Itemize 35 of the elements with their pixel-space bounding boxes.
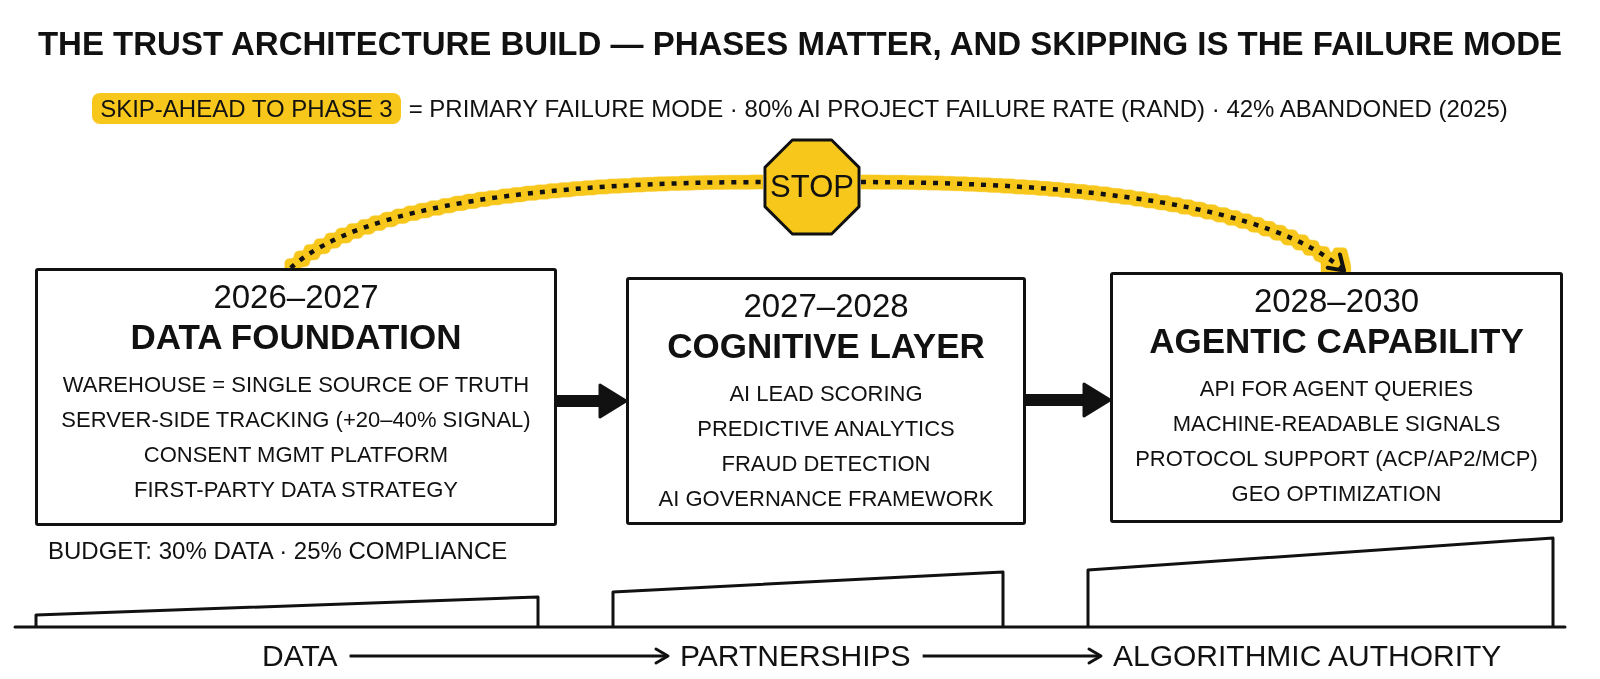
stage-label: ALGORITHMIC AUTHORITY xyxy=(1101,639,1514,673)
year-range: 2028–2030 xyxy=(1253,283,1420,319)
arrow xyxy=(922,647,1103,665)
stage-label: PARTNERSHIPS xyxy=(668,639,923,673)
feature-item: API FOR AGENT QUERIES xyxy=(1199,375,1474,403)
diagram-title: THE TRUST ARCHITECTURE BUILD — PHASES MATTER, AND SKIPPING IS THE FAILURE MODE xyxy=(37,24,1563,64)
stage-label: DATA xyxy=(250,639,350,673)
sign-text: STOP xyxy=(770,170,854,204)
feature-item: FRAUD DETECTION xyxy=(721,450,931,478)
feature-item: GEO OPTIMIZATION xyxy=(1231,480,1442,508)
feature-item: WAREHOUSE = SINGLE SOURCE OF TRUTH xyxy=(62,371,530,399)
year-range: 2026–2027 xyxy=(213,279,379,315)
arrow xyxy=(1026,382,1112,418)
arrow xyxy=(349,647,670,665)
phase-title: DATA FOUNDATION xyxy=(130,316,462,358)
phase-box xyxy=(626,277,1026,525)
feature-item: AI LEAD SCORING xyxy=(729,380,923,408)
phase-title: COGNITIVE LAYER xyxy=(667,325,985,367)
feature-item: SERVER-SIDE TRACKING (+20–40% SIGNAL) xyxy=(61,406,531,434)
budget-note: BUDGET: 30% DATA · 25% COMPLIANCE xyxy=(48,536,508,566)
feature-item: AI GOVERNANCE FRAMEWORK xyxy=(658,485,994,513)
phase-box xyxy=(35,268,557,526)
feature-item: PROTOCOL SUPPORT (ACP/AP2/MCP) xyxy=(1135,445,1538,473)
phase-box xyxy=(1110,272,1563,523)
year-range: 2027–2028 xyxy=(743,288,909,324)
feature-item: MACHINE-READABLE SIGNALS xyxy=(1172,410,1501,438)
feature-item: FIRST-PARTY DATA STRATEGY xyxy=(134,476,458,504)
arrow xyxy=(557,383,628,419)
stats-note: = PRIMARY FAILURE MODE · 80% AI PROJECT FAILURE RATE (RAND) · 42% ABANDONED (2025) xyxy=(408,94,1508,124)
dotted-arrow xyxy=(860,179,1347,274)
feature-item: PREDICTIVE ANALYTICS xyxy=(697,415,955,443)
phase-title: AGENTIC CAPABILITY xyxy=(1149,320,1524,362)
feature-item: CONSENT MGMT PLATFORM xyxy=(143,441,449,469)
highlighted-note: SKIP-AHEAD TO PHASE 3 xyxy=(92,93,401,124)
stop-sign xyxy=(763,138,861,236)
